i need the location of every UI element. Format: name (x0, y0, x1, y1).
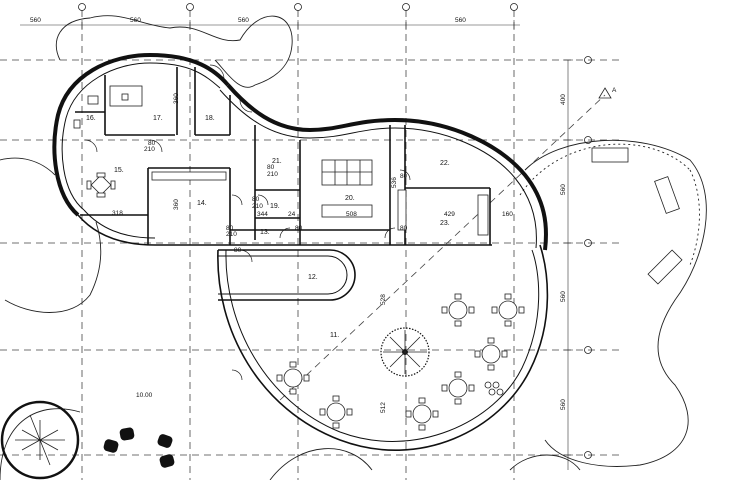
top-dim-1: 560 (30, 17, 41, 24)
svg-text:10.00: 10.00 (136, 392, 153, 399)
svg-text:80: 80 (295, 225, 303, 232)
room-12: 12. (308, 274, 318, 281)
top-dimension-line: 560 560 560 560 (20, 17, 520, 30)
central-tree (380, 327, 430, 377)
outdoor-benches (591, 147, 683, 285)
room-19: 19. (270, 203, 280, 210)
interior-walls (75, 67, 491, 245)
svg-text:80: 80 (252, 196, 260, 203)
specimen-tree (0, 400, 80, 480)
column-grid (0, 10, 620, 480)
svg-text:536: 536 (391, 177, 398, 188)
stool-group (484, 381, 504, 396)
right-dim-3: 560 (560, 291, 567, 302)
room-21: 21. (272, 158, 282, 165)
svg-text:528: 528 (380, 294, 387, 305)
cafe-tables (276, 293, 525, 431)
table (441, 293, 475, 327)
table (405, 397, 439, 431)
top-dim-3: 560 (238, 17, 249, 24)
table (474, 337, 508, 371)
svg-text:360: 360 (173, 93, 180, 104)
table (441, 371, 475, 405)
tree-row (519, 143, 700, 266)
room-14: 14. (197, 200, 207, 207)
top-dim-4: 560 (455, 17, 466, 24)
right-dim-1: 400 (560, 94, 567, 105)
room-13: 13. (260, 229, 270, 236)
stage-ramp (218, 249, 356, 301)
svg-text:80: 80 (400, 225, 408, 232)
interior-dimensions: 210 210 210 210 344 24 80 80 80 80 80 80… (112, 93, 513, 413)
room-23: 23. (440, 220, 450, 227)
svg-text:360: 360 (173, 199, 180, 210)
right-dim-2: 560 (560, 184, 567, 195)
room-18: 18. (205, 115, 215, 122)
right-dim-4: 560 (560, 399, 567, 410)
svg-text:80: 80 (400, 173, 408, 180)
room-15: 15. (114, 167, 124, 174)
room-11: 11. (330, 332, 339, 339)
svg-text:512: 512 (380, 402, 387, 413)
building-walls (52, 52, 549, 451)
svg-text:210: 210 (267, 171, 278, 178)
room-16: 16. (86, 115, 96, 122)
svg-text:80: 80 (226, 225, 234, 232)
svg-text:80: 80 (267, 164, 275, 171)
table (276, 361, 310, 395)
svg-text:80: 80 (148, 140, 156, 147)
room-17: 17. (153, 115, 163, 122)
room-20: 20. (345, 195, 355, 202)
room-22: 22. (440, 160, 450, 167)
svg-text:508: 508 (346, 211, 357, 218)
door-swings (84, 64, 411, 381)
svg-text:210: 210 (144, 146, 155, 153)
table (319, 395, 353, 429)
svg-text:429: 429 (444, 211, 455, 218)
table (491, 293, 525, 327)
svg-text:210: 210 (252, 203, 263, 210)
landscape-outlines (0, 15, 707, 480)
furniture (73, 85, 489, 236)
svg-text:210: 210 (226, 231, 237, 238)
right-dimension-line: 400 560 560 560 (560, 59, 573, 470)
svg-text:318: 318 (112, 210, 123, 217)
svg-text:80: 80 (234, 247, 242, 254)
svg-text:344: 344 (257, 211, 268, 218)
svg-text:160: 160 (502, 211, 513, 218)
svg-text:24: 24 (288, 211, 296, 218)
grid-axis-markers (78, 3, 592, 459)
boulders (103, 427, 175, 468)
section-marker-label: A (612, 87, 617, 94)
section-marker: A (598, 87, 617, 99)
room-labels: 11. 12. 13. 14. 15. 16. 17. 18. 19. 20. … (86, 115, 450, 339)
